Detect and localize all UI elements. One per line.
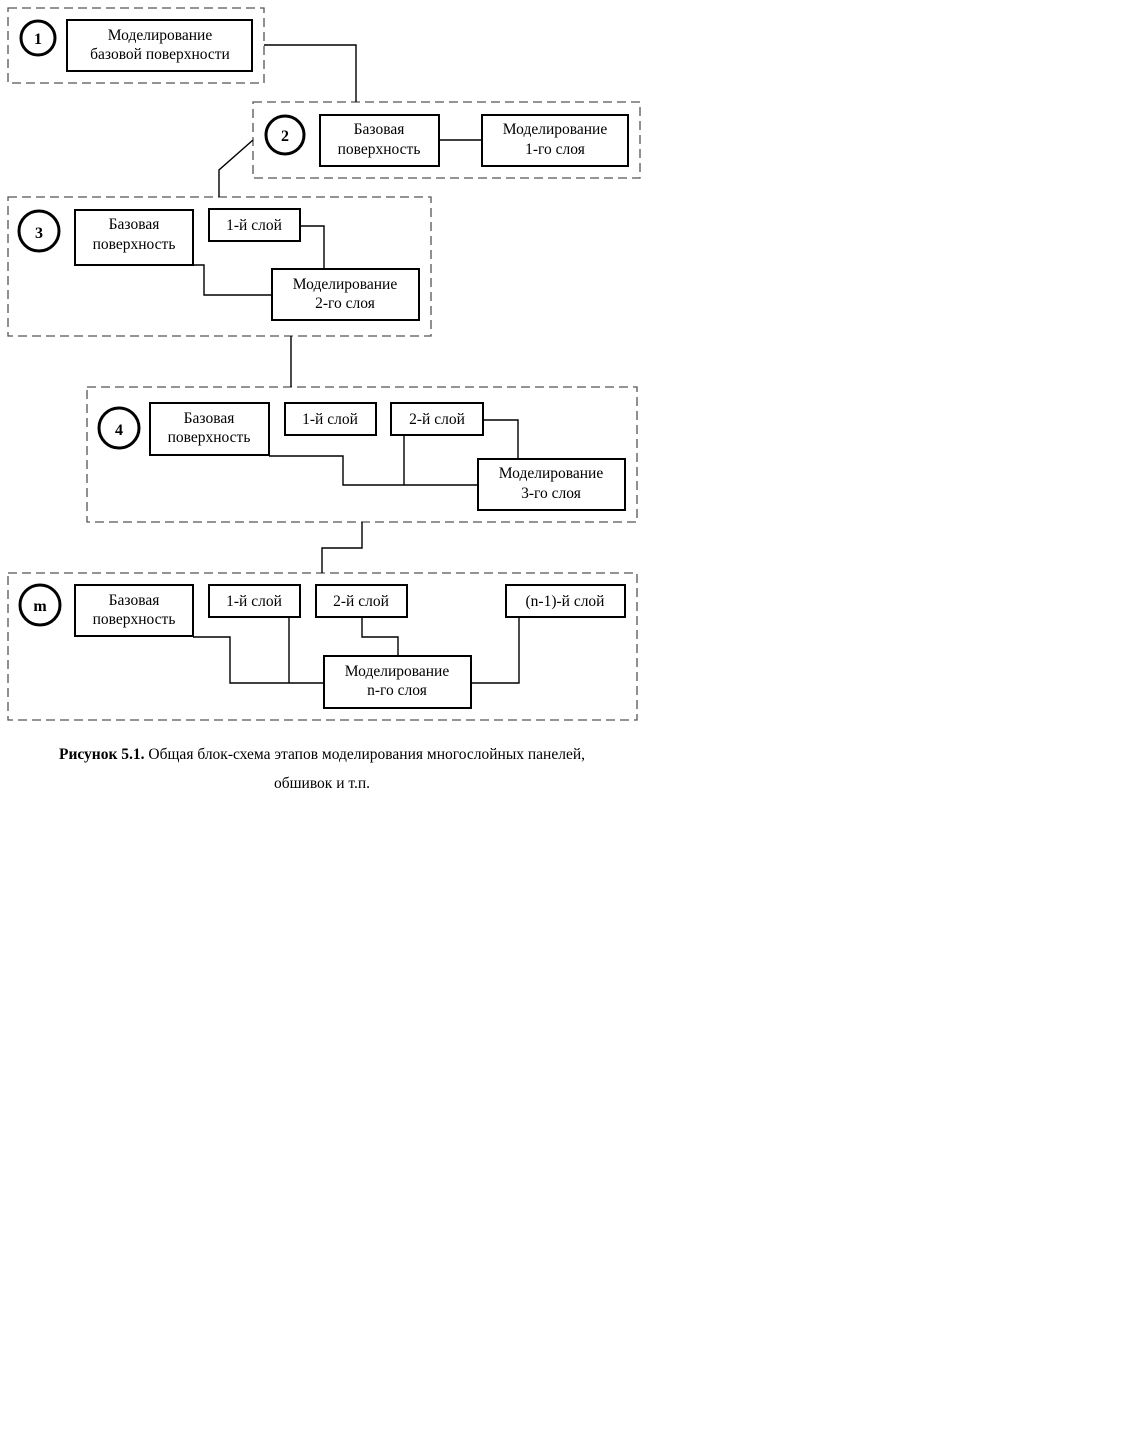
stage-m-layer-n-minus-1-box (505, 584, 626, 618)
figure-caption: Рисунок 5.1. Общая блок-схема этапов мод… (0, 746, 644, 764)
stage-3-number-circle (17, 209, 61, 253)
connector-s4-base (269, 455, 478, 486)
stage-1-model-base-box (66, 19, 253, 72)
stage-m-model-line-2: n-го слоя (367, 682, 427, 699)
stage-3-layer-1-label: 1-й слой (226, 217, 282, 234)
stage-3-base-line-1: Базовая (109, 216, 160, 233)
stage-3-model-layer-box (271, 268, 420, 321)
stage-1-box-line-2: базовой поверхности (90, 46, 230, 63)
figure-caption-label: Рисунок 5.1. (58, 746, 145, 763)
stage-2-base-line-1: Базовая (354, 121, 405, 138)
stage-1-frame (7, 7, 265, 84)
stage-4-layer-1-label: 1-й слой (302, 411, 358, 428)
stage-2-model-line-2: 1-го слоя (525, 141, 585, 158)
stage-4-layer-2-label: 2-й слой (409, 411, 465, 428)
stage-m-base-surface-box (74, 584, 194, 637)
connector-sm-layer2 (361, 617, 399, 656)
stage-3-number: 3 (35, 225, 43, 242)
stage-1-box-line-1: Моделирование (108, 27, 213, 44)
stage-4-model-layer-box (477, 458, 626, 511)
stage-4-model-line-1: Моделирование (499, 465, 604, 482)
stage-4-base-line-2: поверхность (168, 429, 251, 446)
stage-m-base-line-1: Базовая (109, 592, 160, 609)
stage-4-layer-1-box (284, 402, 377, 436)
stage-m-layer-1-box (208, 584, 301, 618)
stage-m-model-layer-box (323, 655, 472, 709)
connector-sm-layer-n1 (471, 617, 520, 684)
stage-4-layer-2-box (390, 402, 484, 436)
stage-2-number: 2 (281, 128, 289, 145)
stage-4-number-circle (97, 406, 141, 450)
stage-m-layer-2-label: 2-й слой (333, 593, 389, 610)
stage-4-number: 4 (115, 422, 123, 439)
stage-2-model-line-1: Моделирование (503, 121, 608, 138)
stage-4-model-line-2: 3-го слоя (521, 485, 581, 502)
stage-1-number: 1 (34, 31, 42, 48)
connector-s3-base (193, 264, 272, 296)
stage-2-model-layer-box (481, 114, 629, 167)
stage-m-layer-n-minus-1-label: (n-1)-й слой (526, 593, 605, 610)
stage-1-number-circle (19, 19, 57, 57)
stage-3-model-line-2: 2-го слоя (315, 295, 375, 312)
stage-m-model-line-1: Моделирование (345, 663, 450, 680)
stage-m-base-line-2: поверхность (93, 611, 176, 628)
stage-m-number-circle (18, 583, 62, 627)
figure-caption-text: Общая блок-схема этапов моделирования мн… (148, 746, 585, 763)
stage-3-base-surface-box (74, 209, 194, 266)
connector-sm-base (193, 636, 324, 684)
stage-3-base-line-2: поверхность (93, 236, 176, 253)
stage-m-layer-2-box (315, 584, 408, 618)
flow-diagram: 1 Моделирование базовой поверхности 2 Ба… (7, 7, 641, 721)
connector-s3-layer1 (300, 225, 325, 269)
stage-4-base-surface-box (149, 402, 270, 456)
stage-3-model-line-1: Моделирование (293, 276, 398, 293)
figure-caption-line-2: обшивок и т.п. (273, 775, 371, 792)
connector-s4-layer2 (483, 419, 519, 459)
connector-2-3 (218, 139, 254, 197)
stage-4-base-line-1: Базовая (184, 410, 235, 427)
stage-m-layer-1-label: 1-й слой (226, 593, 282, 610)
stage-2-base-line-2: поверхность (338, 141, 421, 158)
stage-2-number-circle (264, 114, 306, 156)
connector-4-m (321, 522, 363, 573)
stage-m-number: m (33, 598, 47, 615)
stage-2-base-surface-box (319, 114, 440, 167)
stage-3-layer-1-box (208, 208, 301, 242)
connector-1-2 (264, 44, 357, 102)
